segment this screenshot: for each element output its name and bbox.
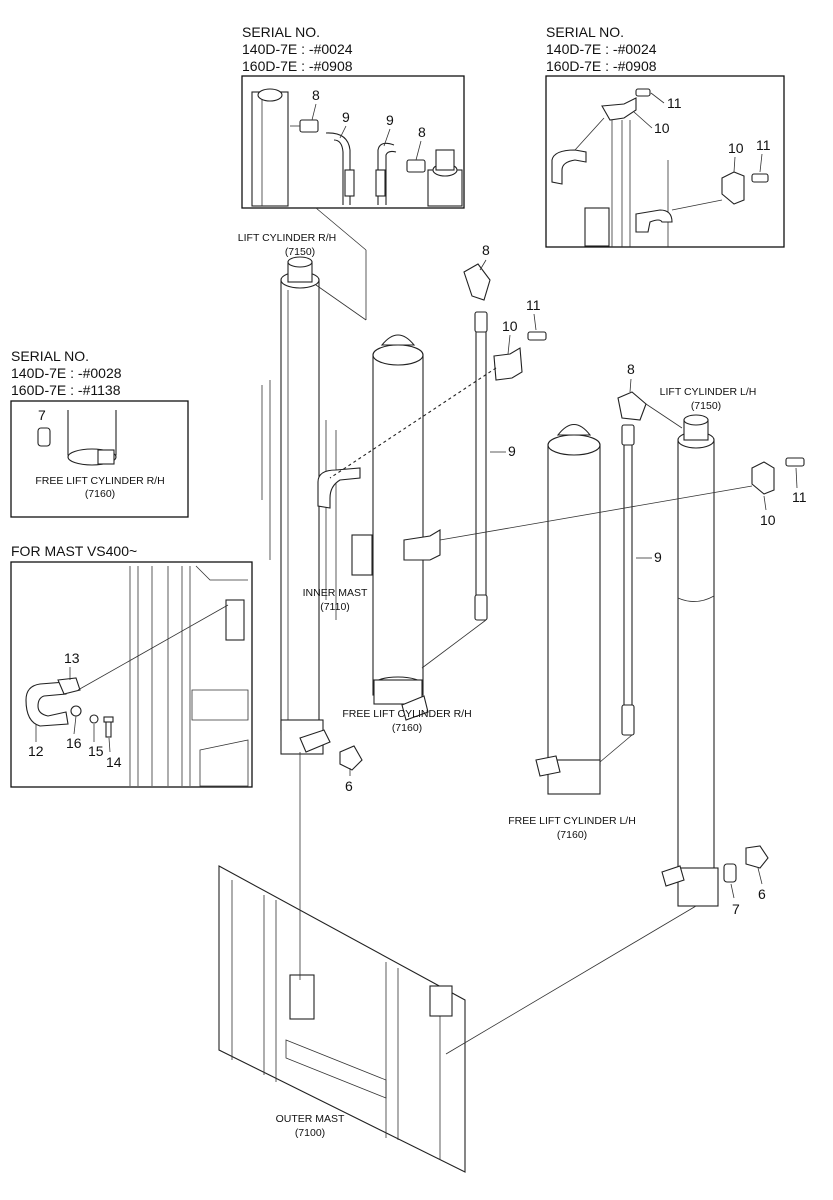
lift-cylinder-rh-icon	[280, 256, 331, 755]
inset-caption: (7160)	[85, 488, 115, 500]
inset-title: SERIAL NO.	[242, 24, 320, 40]
callout-number: 10	[654, 120, 670, 136]
part-label: FREE LIFT CYLINDER R/H	[342, 708, 471, 720]
callout-number: 15	[88, 743, 104, 759]
bolt-icon	[635, 88, 651, 97]
inset-serial-line: 160D-7E : -#1138	[11, 382, 121, 398]
mast-frame-icon	[129, 565, 249, 787]
part-label: INNER MAST	[303, 587, 368, 599]
inset-serial-top-right: SERIAL NO. 140D-7E : -#0024 160D-7E : -#…	[545, 24, 785, 248]
clamp-bracket-icon	[635, 209, 673, 233]
callout-number: 11	[756, 137, 771, 153]
label-free-lift-rh: FREE LIFT CYLINDER R/H (7160)	[342, 708, 471, 734]
lift-cylinder-icon	[251, 88, 289, 207]
inset-frame	[545, 75, 785, 248]
part-label: LIFT CYLINDER L/H	[660, 386, 757, 398]
part-label: FREE LIFT CYLINDER L/H	[508, 815, 636, 827]
bolt-icon	[37, 427, 51, 447]
hose-icon	[621, 424, 635, 736]
elbow-fitting-icon	[463, 263, 491, 301]
bolt-icon	[70, 705, 114, 738]
part-code: (7150)	[691, 400, 721, 412]
callout-number: 10	[728, 140, 744, 156]
callout-number: 7	[38, 407, 46, 423]
part-code: (7160)	[392, 722, 422, 734]
inset-caption: FREE LIFT CYLINDER R/H	[35, 475, 164, 487]
callout-number: 13	[64, 650, 80, 666]
free-lift-cylinder-icon	[67, 410, 117, 466]
hose-icon	[474, 311, 488, 621]
label-lift-cylinder-lh: LIFT CYLINDER L/H (7150)	[660, 386, 757, 412]
outer-mast-icon	[218, 865, 466, 1173]
inset-serial-mid-left: SERIAL NO. 140D-7E : -#0028 160D-7E : -#…	[10, 348, 189, 518]
callout-number: 6	[345, 778, 353, 794]
callout-number: 11	[792, 489, 807, 505]
lift-cylinder-icon	[427, 149, 463, 207]
part-code: (7160)	[557, 829, 587, 841]
inset-serial-line: 160D-7E : -#0908	[546, 58, 657, 74]
part-label: OUTER MAST	[276, 1113, 345, 1125]
elbow-fitting-icon	[290, 119, 319, 133]
callout-number: 9	[508, 443, 516, 459]
callout-number: 10	[760, 512, 776, 528]
inset-serial-line: 140D-7E : -#0024	[242, 41, 353, 57]
hose-icon	[375, 142, 397, 205]
callout-number: 10	[502, 318, 518, 334]
inset-serial-top-left: SERIAL NO. 140D-7E : -#0024 160D-7E : -#…	[241, 24, 465, 209]
label-outer-mast: OUTER MAST (7100)	[276, 1113, 345, 1139]
part-code: (7150)	[285, 246, 315, 258]
free-lift-cylinder-rh-icon	[372, 334, 429, 721]
inset-serial-line: 140D-7E : -#0028	[11, 365, 122, 381]
mast-frame-icon	[584, 120, 669, 247]
lift-cylinder-lh-icon	[661, 414, 719, 907]
elbow-fitting-icon	[406, 159, 426, 173]
callout-number: 9	[654, 549, 662, 565]
callout-number: 8	[312, 87, 320, 103]
inner-mast-icon	[261, 380, 441, 620]
hose-icon	[325, 132, 355, 205]
part-code: (7100)	[295, 1127, 325, 1139]
callout-number: 8	[482, 242, 490, 258]
inset-frame	[10, 561, 253, 788]
clamp-bracket-icon	[493, 347, 523, 381]
free-lift-cylinder-lh-icon	[535, 423, 601, 795]
label-inner-mast: INNER MAST (7110)	[303, 587, 368, 613]
callout-number: 9	[386, 112, 394, 128]
part-label: LIFT CYLINDER R/H	[238, 232, 336, 244]
label-free-lift-lh: FREE LIFT CYLINDER L/H (7160)	[508, 815, 636, 841]
bolt-icon	[527, 331, 547, 341]
inset-serial-line: 140D-7E : -#0024	[546, 41, 657, 57]
callout-number: 6	[758, 886, 766, 902]
callout-number: 16	[66, 735, 82, 751]
inset-title: FOR MAST VS400~	[11, 543, 137, 559]
inset-title: SERIAL NO.	[546, 24, 624, 40]
clamp-bracket-icon	[574, 97, 637, 151]
callout-number: 8	[418, 124, 426, 140]
inset-vs400: FOR MAST VS400~ 13 12	[10, 543, 253, 788]
elbow-fitting-icon	[339, 745, 363, 771]
callout-number: 8	[627, 361, 635, 377]
inset-serial-line: 160D-7E : -#0908	[242, 58, 353, 74]
callout-number: 9	[342, 109, 350, 125]
inset-frame	[10, 400, 189, 518]
label-lift-cylinder-rh: LIFT CYLINDER R/H (7150)	[238, 232, 336, 258]
bolt-icon	[785, 457, 805, 467]
inset-frame	[241, 75, 465, 209]
callout-number: 14	[106, 754, 122, 770]
bolt-icon	[723, 863, 737, 883]
bolt-icon	[751, 173, 769, 183]
callout-number: 11	[667, 95, 682, 111]
part-code: (7110)	[320, 601, 350, 613]
callout-number: 12	[28, 743, 44, 759]
clamp-bracket-icon	[751, 461, 775, 495]
inset-title: SERIAL NO.	[11, 348, 89, 364]
callout-number: 11	[526, 297, 541, 313]
elbow-fitting-icon	[745, 845, 769, 869]
callout-number: 7	[732, 901, 740, 917]
elbow-fitting-icon	[617, 391, 647, 421]
clamp-bracket-icon	[551, 149, 587, 185]
clamp-bracket-icon	[671, 171, 745, 211]
